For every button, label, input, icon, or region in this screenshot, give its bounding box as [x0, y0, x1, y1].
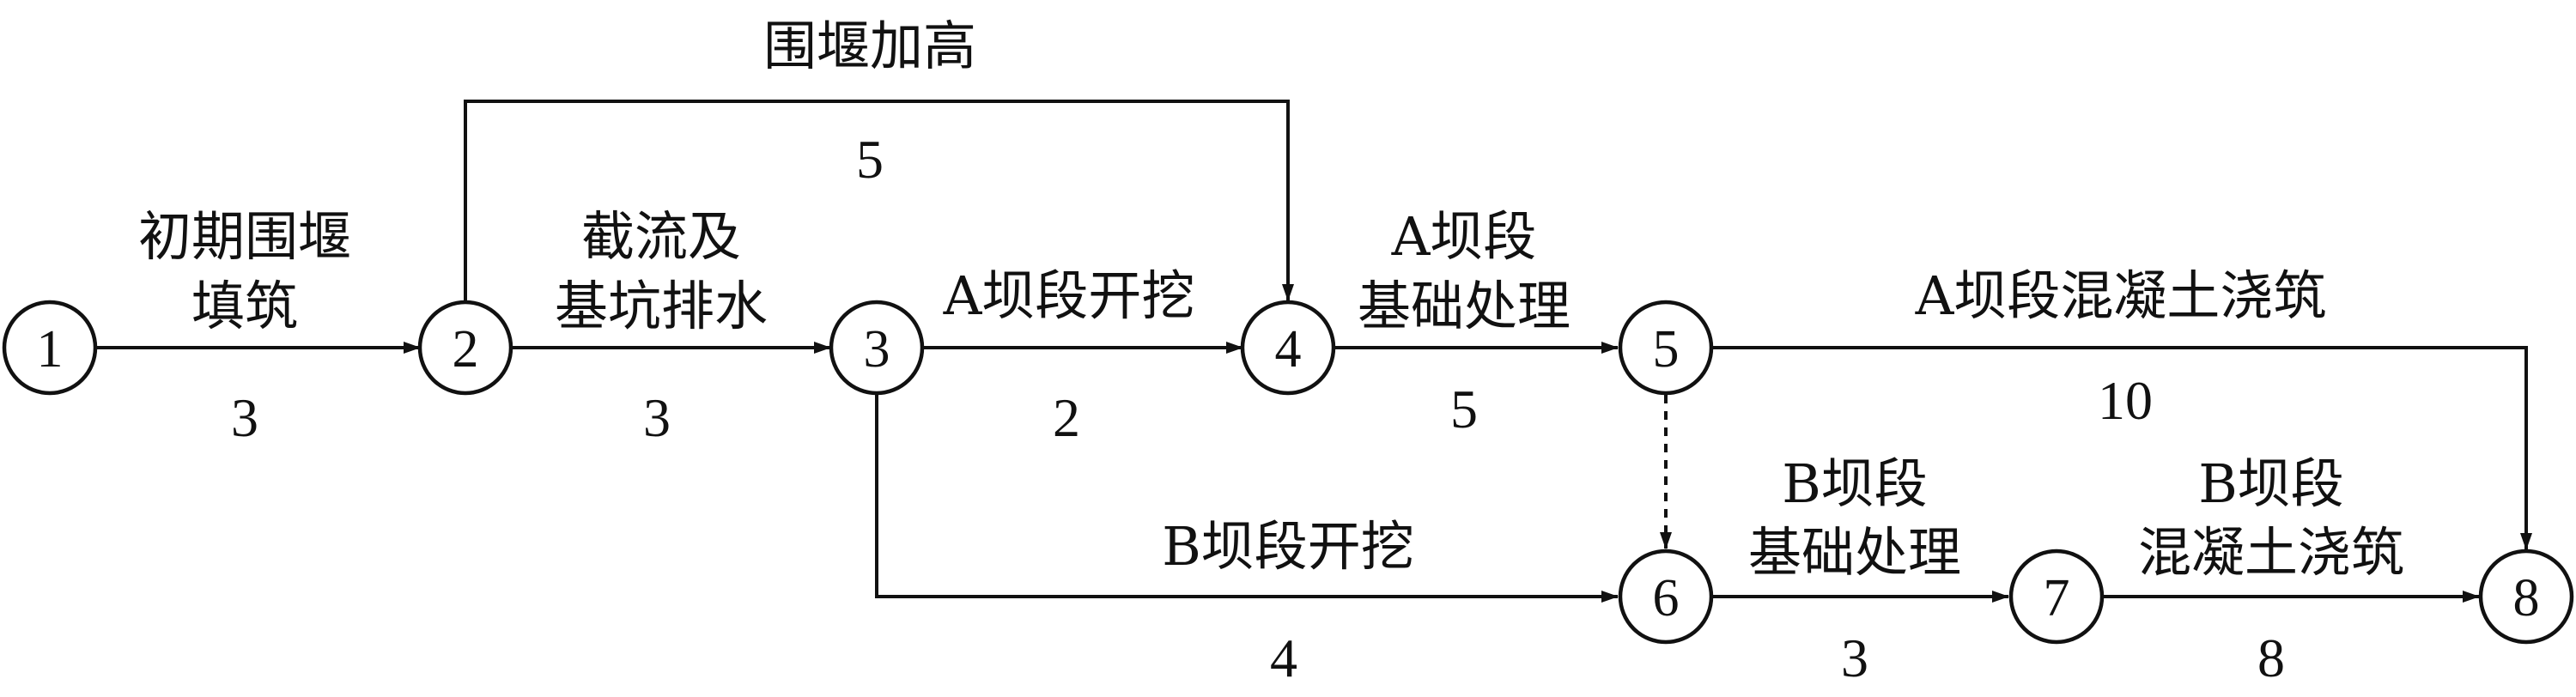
activity-3-4-duration: 2: [1053, 387, 1080, 448]
node-8: 8: [2478, 549, 2574, 645]
activity-6-7-duration: 3: [1841, 627, 1868, 688]
activity-arrow-2-4: [464, 100, 1294, 302]
activity-2-3-name-line-2: 基坑排水: [555, 275, 768, 337]
activity-5-8-name: A坝段混凝土浇筑: [1915, 264, 2327, 327]
node-5-label: 5: [1653, 320, 1680, 379]
activity-5-8-duration: 10: [2098, 370, 2153, 431]
activity-2-4-name: 围堰加高: [763, 15, 976, 77]
node-8-label: 8: [2513, 569, 2540, 627]
activity-2-4-duration: 5: [856, 129, 884, 190]
activity-arrow-5-8: [1711, 346, 2532, 550]
activity-2-3-name-line-1: 截流及: [581, 205, 741, 268]
activity-4-5-name-line-1: A坝段: [1391, 205, 1537, 268]
node-7: 7: [2008, 549, 2105, 645]
activity-4-5-name-line-2: 基础处理: [1358, 275, 1571, 337]
activity-3-4-name: A坝段开挖: [943, 264, 1195, 327]
activity-3-6-duration: 4: [1270, 627, 1297, 688]
activity-6-7-name-line-2: 基础处理: [1748, 521, 1961, 584]
node-2-label: 2: [453, 320, 479, 379]
activity-1-2-name-line-1: 初期围堰: [138, 205, 351, 268]
node-6: 6: [1618, 549, 1714, 645]
node-1-label: 1: [37, 320, 64, 379]
activity-2-3-duration: 3: [643, 387, 671, 448]
node-5: 5: [1618, 300, 1714, 396]
activity-7-8-name-line-2: 混凝土浇筑: [2138, 521, 2404, 584]
node-4: 4: [1240, 300, 1336, 396]
activity-6-7-name-line-1: B坝段: [1782, 452, 1928, 515]
node-3-label: 3: [864, 320, 890, 379]
node-6-label: 6: [1653, 569, 1680, 627]
node-1: 1: [2, 300, 98, 396]
activity-arrow-3-6: [875, 393, 1619, 603]
activity-1-2-duration: 3: [231, 387, 258, 448]
activity-7-8-duration: 8: [2257, 627, 2285, 688]
node-2: 2: [417, 300, 513, 396]
activity-1-2-name-line-2: 填筑: [191, 275, 298, 337]
activity-7-8-name-line-1: B坝段: [2198, 452, 2344, 515]
activity-3-6-name: B坝段开挖: [1162, 515, 1414, 578]
activity-4-5-duration: 5: [1450, 379, 1478, 439]
node-3: 3: [829, 300, 925, 396]
node-7-label: 7: [2044, 569, 2070, 627]
node-4-label: 4: [1275, 320, 1302, 379]
